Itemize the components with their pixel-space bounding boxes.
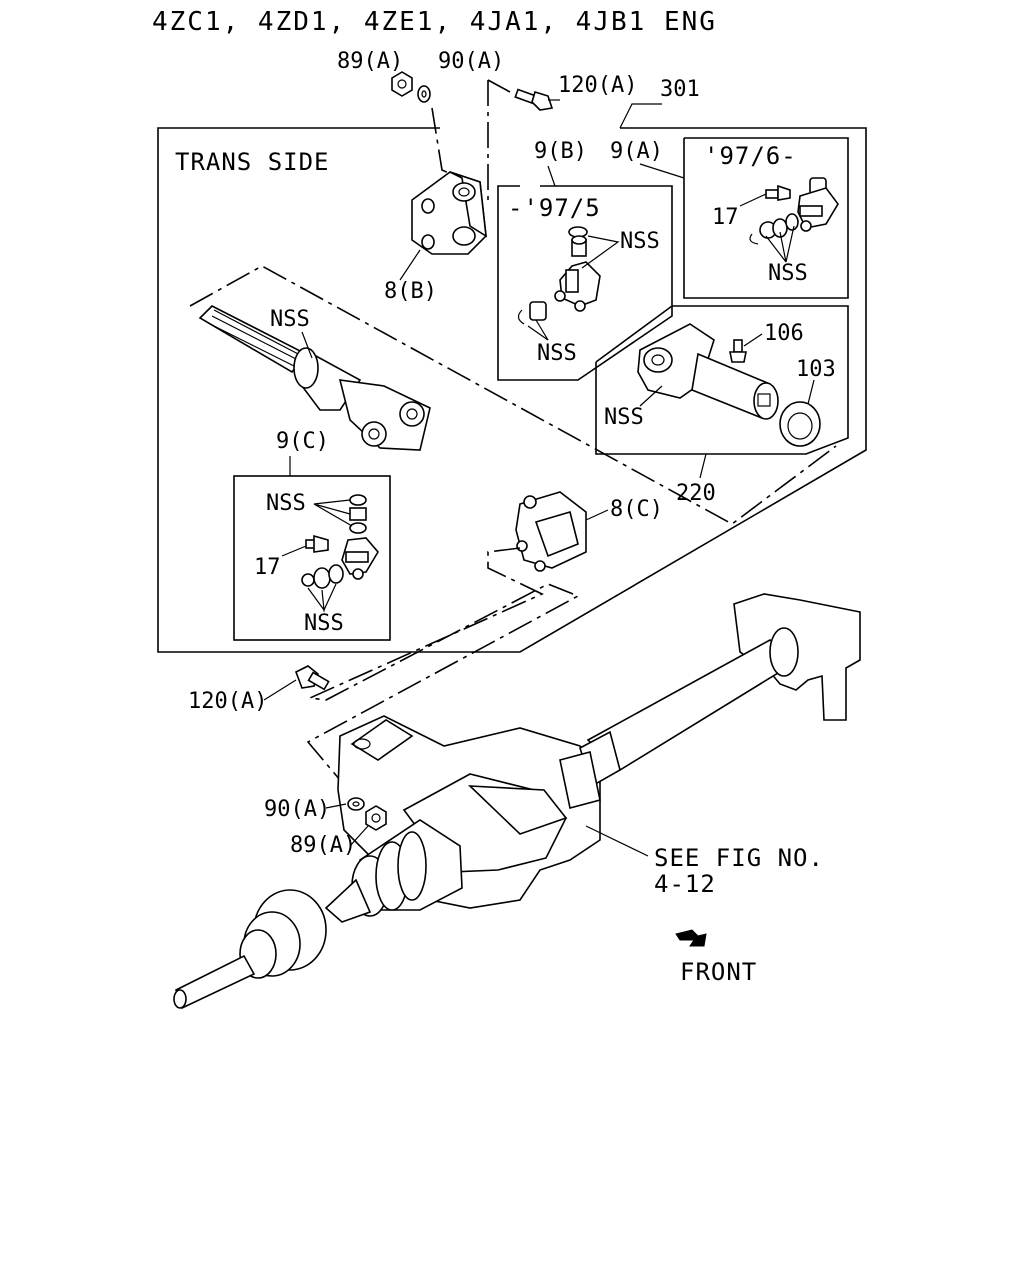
shaft-guide-line — [189, 265, 837, 525]
box-9b-outline — [497, 185, 673, 381]
universal-joint-9b-icon — [517, 226, 601, 325]
nss-9c-bottom-label: NSS — [304, 611, 344, 636]
flange-8c-label: 8(C) — [610, 497, 663, 522]
flange-8c-icon — [515, 491, 587, 572]
nss-9c-top-leader — [313, 499, 353, 527]
fitting-106-label: 106 — [764, 321, 804, 346]
nut-89a-bottom-label: 89(A) — [290, 833, 356, 858]
nss-9b-top-leader — [581, 235, 620, 269]
see-fig-leader — [585, 825, 649, 857]
bolt-120a-bottom-leader — [263, 679, 297, 701]
washer-90a-bottom-label: 90(A) — [264, 797, 330, 822]
nss-9c-top-label: NSS — [266, 491, 306, 516]
grease-17-9c-leader — [281, 545, 307, 557]
axle-guide-line — [306, 547, 580, 781]
nut-89a-bottom-leader — [349, 825, 369, 847]
bolt-120a-top-label: 120(A) — [558, 73, 637, 98]
joint-9c-label: 9(C) — [276, 429, 329, 454]
nss-shaft-leader — [301, 331, 313, 359]
assembly-220-leader — [699, 453, 707, 479]
rear-axle-housing-icon — [173, 593, 861, 1010]
washer-90a-bottom-icon — [347, 797, 365, 811]
washer-90a-top-icon — [417, 85, 431, 103]
front-arrow-icon — [675, 929, 707, 947]
trans-side-label: TRANS SIDE — [175, 148, 330, 176]
bolt-120a-top-icon — [514, 88, 554, 111]
box-9a-outline — [683, 137, 849, 299]
box-220-outline — [595, 305, 849, 455]
cap-103-leader — [807, 379, 815, 405]
flange-8b-label: 8(B) — [384, 279, 437, 304]
see-fig-line1: SEE FIG NO. — [654, 844, 824, 872]
nss-shaft-label: NSS — [270, 307, 310, 332]
nss-yoke-220-label: NSS — [604, 405, 644, 430]
joint-9b-leader — [547, 165, 556, 187]
see-fig-line2: 4-12 — [654, 870, 716, 898]
flange-8b-leader — [399, 249, 421, 281]
drive-shaft-icon — [198, 305, 431, 451]
universal-joint-9a-icon — [749, 177, 839, 245]
grease-17-9c-label: 17 — [254, 555, 281, 580]
slip-yoke-220-icon — [637, 323, 821, 447]
washer-90a-bottom-leader — [325, 803, 347, 809]
fastener-guide-line-c — [487, 79, 511, 93]
fastener-guide-line-a — [431, 107, 461, 179]
nut-89a-bottom-icon — [365, 805, 387, 831]
joint-9a-label: 9(A) — [610, 139, 663, 164]
fitting-106-leader — [743, 333, 763, 347]
nss-9a-label: NSS — [768, 261, 808, 286]
universal-joint-9c-icon — [301, 494, 379, 589]
front-label: FRONT — [680, 958, 757, 986]
nut-89a-top-label: 89(A) — [337, 49, 403, 74]
flange-8c-leader — [585, 509, 609, 521]
nss-9b-top-label: NSS — [620, 229, 660, 254]
joint-9a-leader — [639, 163, 685, 179]
nss-9c-bottom-leader — [307, 583, 337, 613]
grease-17-9a-label: 17 — [712, 205, 739, 230]
bolt-120a-bottom-label: 120(A) — [188, 689, 267, 714]
period-97-6-label: '97/6- — [704, 142, 797, 170]
engine-title: 4ZC1, 4ZD1, 4ZE1, 4JA1, 4JB1 ENG — [152, 7, 717, 37]
nss-9b-bottom-leader — [527, 319, 549, 341]
nss-9b-bottom-label: NSS — [537, 341, 577, 366]
grease-17-9a-leader — [739, 193, 767, 207]
bolt-120a-bottom-icon — [294, 665, 330, 691]
flange-8b-icon — [411, 171, 487, 255]
assembly-301-label: 301 — [660, 77, 700, 102]
nss-yoke-220-leader — [639, 385, 663, 407]
joint-9b-label: 9(B) — [534, 139, 587, 164]
box-9c-outline — [233, 475, 391, 641]
assembly-301-leader — [619, 103, 662, 129]
cap-103-label: 103 — [796, 357, 836, 382]
assembly-220-label: 220 — [676, 481, 716, 506]
nut-89a-top-icon — [391, 71, 413, 97]
period-97-5-label: -'97/5 — [508, 194, 601, 222]
washer-90a-top-label: 90(A) — [438, 49, 504, 74]
trans-side-box-outline — [157, 127, 867, 653]
nss-9a-leader — [765, 225, 795, 263]
